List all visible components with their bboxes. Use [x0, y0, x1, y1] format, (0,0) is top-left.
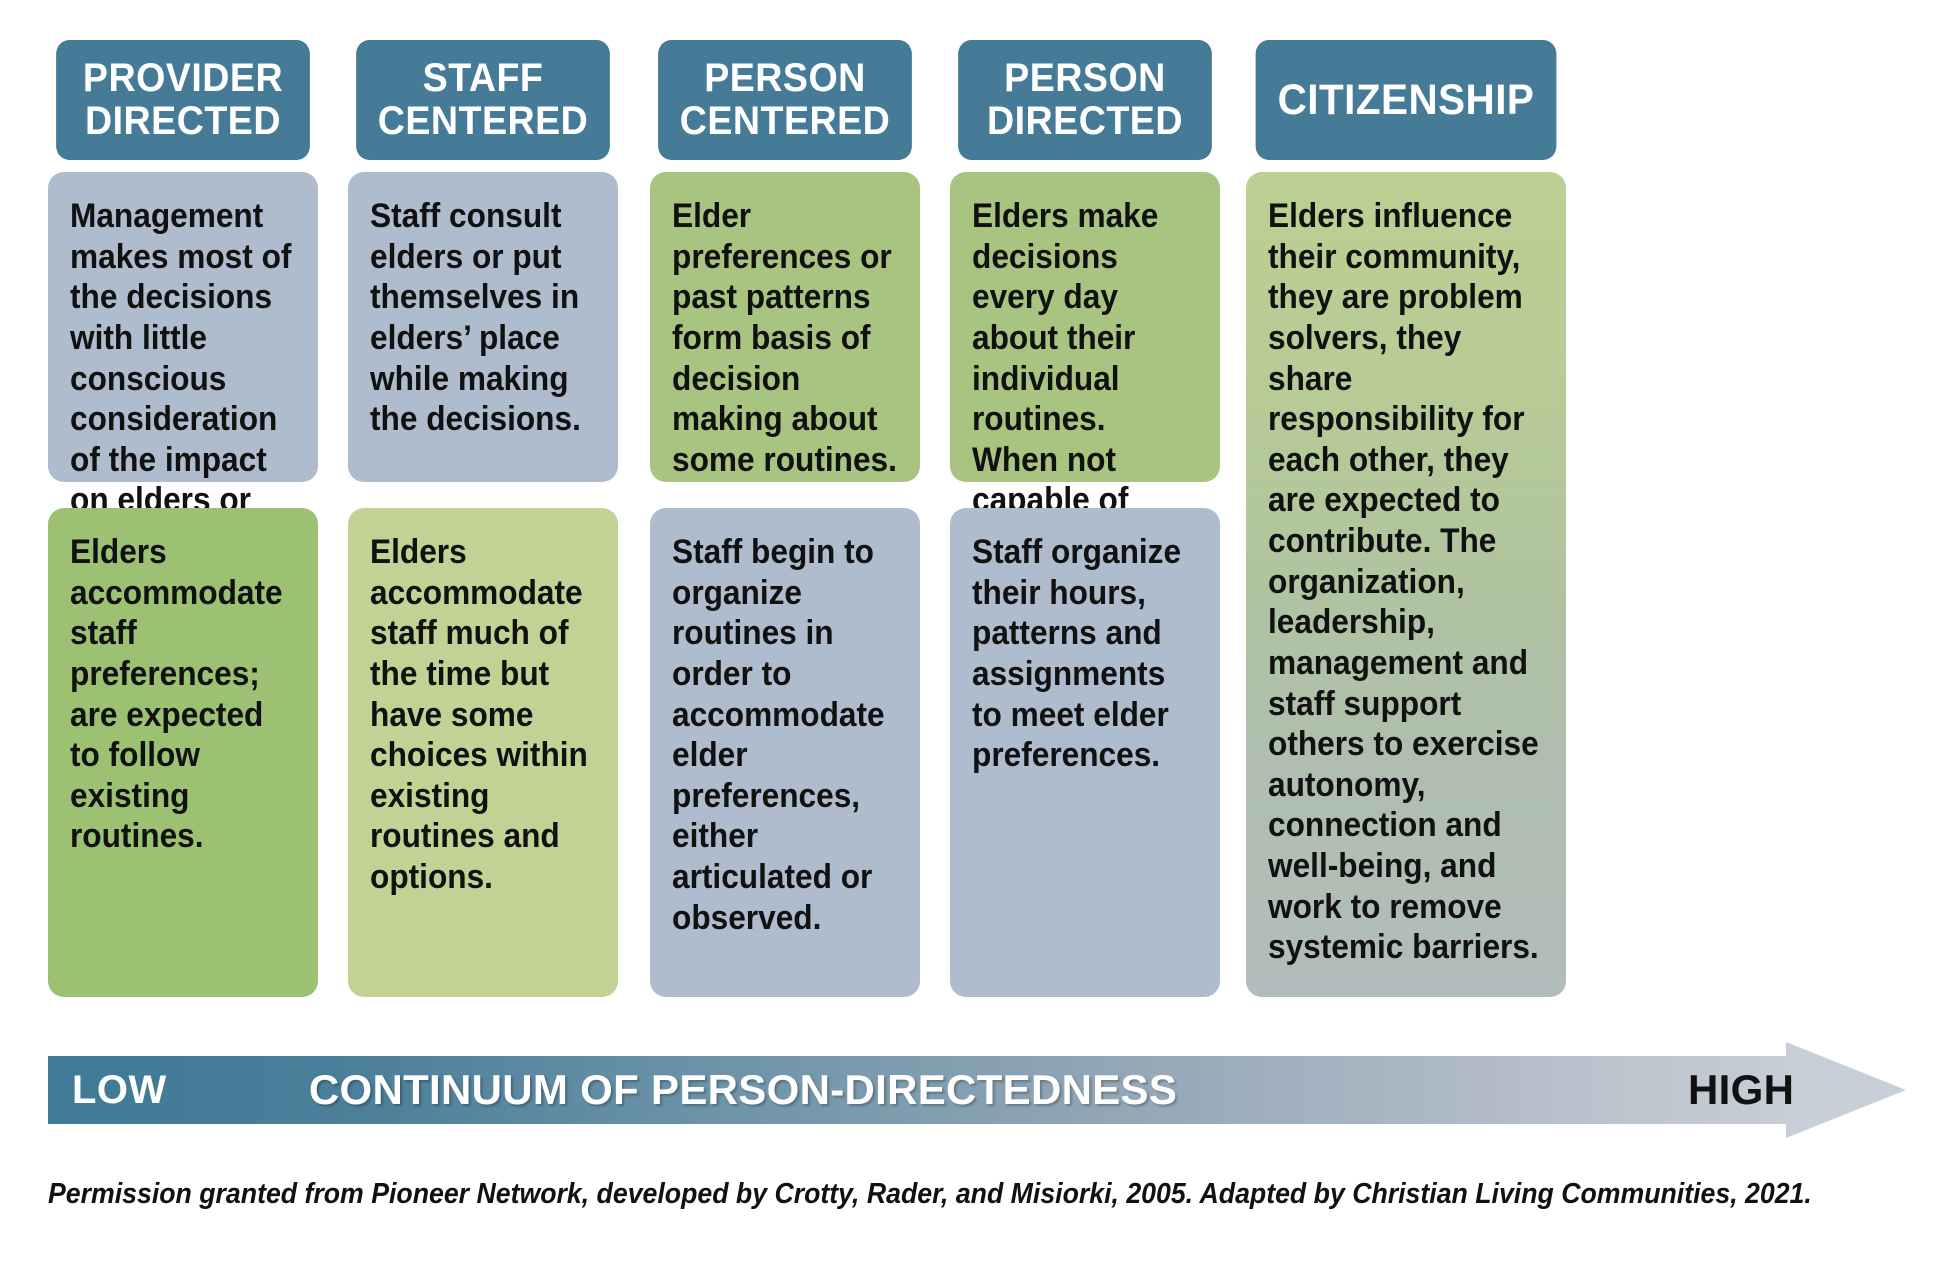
arrow-low-label: LOW: [72, 1067, 167, 1112]
footer-credit: Permission granted from Pioneer Network,…: [48, 1178, 1812, 1210]
card-text: Elders accommodate staff much of the tim…: [370, 533, 588, 896]
header-line-2: DIRECTED: [85, 99, 281, 143]
header-line-2: CENTERED: [377, 99, 589, 143]
column-header-staff-centered: STAFF CENTERED: [356, 40, 610, 160]
card-person-directed-row2: Staff organize their hours, patterns and…: [950, 508, 1220, 997]
card-text: Elders influence their community, they a…: [1268, 197, 1539, 967]
header-line-1: PERSON: [1004, 55, 1166, 100]
column-header-provider-directed: PROVIDER DIRECTED: [56, 40, 310, 160]
header-line-1: CITIZENSHIP: [1277, 75, 1535, 124]
card-provider-directed-row1: Management makes most of the decisions w…: [48, 172, 318, 560]
arrow-center-label: CONTINUUM OF PERSON-DIRECTEDNESS: [308, 1066, 1178, 1113]
card-text: Staff consult elders or put themselves i…: [370, 197, 581, 439]
header-line-2: CENTERED: [679, 99, 891, 143]
card-text: Management makes most of the decisions w…: [70, 197, 292, 560]
card-citizenship-full: Elders influence their community, they a…: [1246, 172, 1566, 997]
card-provider-directed-row2: Elders accommodate staff preferences; ar…: [48, 508, 318, 997]
continuum-arrow: LOW CONTINUUM OF PERSON-DIRECTEDNESS HIG…: [48, 1042, 1906, 1138]
card-text: Staff begin to organize routines in orde…: [672, 533, 885, 937]
arrow-body: [48, 1056, 1788, 1124]
column-header-person-centered: PERSON CENTERED: [658, 40, 912, 160]
header-line-2: DIRECTED: [987, 99, 1183, 143]
card-staff-centered-row1: Staff consult elders or put themselves i…: [348, 172, 618, 482]
header-line-1: PROVIDER: [82, 55, 284, 100]
column-header-person-directed: PERSON DIRECTED: [958, 40, 1212, 160]
card-text: Elder preferences or past patterns form …: [672, 197, 897, 479]
column-header-citizenship: CITIZENSHIP: [1255, 40, 1557, 160]
card-person-centered-row2: Staff begin to organize routines in orde…: [650, 508, 920, 997]
header-line-1: PERSON: [704, 55, 866, 100]
card-text: Staff organize their hours, patterns and…: [972, 533, 1182, 775]
arrow-head-icon: [1786, 1042, 1906, 1138]
arrow-high-label: HIGH: [1688, 1066, 1795, 1113]
card-text: Elders accommodate staff preferences; ar…: [70, 533, 283, 856]
card-staff-centered-row2: Elders accommodate staff much of the tim…: [348, 508, 618, 997]
card-person-centered-row1: Elder preferences or past patterns form …: [650, 172, 920, 482]
card-person-directed-row1: Elders make decisions every day about th…: [950, 172, 1220, 763]
header-line-1: STAFF: [422, 55, 544, 100]
